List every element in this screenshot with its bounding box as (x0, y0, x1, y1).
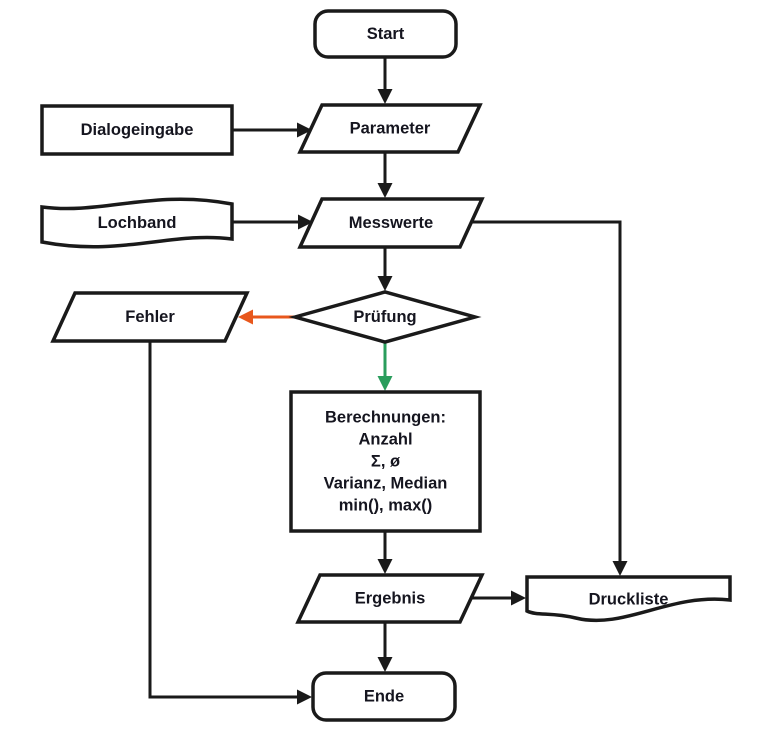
edge-start-to-parameter (377, 57, 393, 104)
ende-shape (311, 671, 457, 722)
arrowhead-messwerte-to-druckliste-icon (612, 561, 628, 576)
start-shape (313, 9, 458, 59)
node-pruefung: Prüfung (288, 290, 482, 344)
dialogeingabe-label-line: Dialogeingabe (81, 121, 194, 139)
arrowhead-dialogeingabe-to-parameter-icon (297, 122, 312, 138)
edge-pruefung-to-berechnungen (377, 342, 393, 391)
start-label: Start (367, 25, 405, 43)
messwerte-label: Messwerte (349, 214, 433, 232)
edge-parameter-to-messwerte (377, 152, 393, 198)
node-druckliste: Druckliste (525, 575, 732, 623)
node-lochband: Lochband (40, 197, 234, 249)
berechnungen-label-line: Anzahl (358, 431, 412, 449)
messwerte-shape (297, 197, 485, 249)
arrowhead-lochband-to-messwerte-icon (298, 214, 313, 230)
edge-ergebnis-to-ende (377, 622, 393, 672)
lochband-shape (40, 197, 234, 249)
druckliste-label: Druckliste (589, 591, 669, 609)
node-dialogeingabe: Dialogeingabe (40, 104, 234, 156)
arrowhead-parameter-to-messwerte-icon (377, 183, 393, 198)
node-parameter: Parameter (297, 103, 483, 154)
berechnungen-label-line: Σ, ø (371, 453, 400, 471)
edge-fehler-to-ende (148, 341, 312, 705)
ergebnis-label-line: Ergebnis (355, 590, 426, 608)
node-ergebnis: Ergebnis (295, 573, 485, 624)
berechnungen-label-line: Berechnungen: (325, 409, 446, 427)
pruefung-label: Prüfung (353, 308, 416, 326)
fehler-label-line: Fehler (125, 308, 175, 326)
node-start: Start (313, 9, 458, 59)
node-berechnungen: Berechnungen: Anzahl Σ, ø Varianz, Median mi… (289, 390, 482, 533)
edge-line-messwerte-to-druckliste (471, 220, 622, 567)
messwerte-label-line: Messwerte (349, 214, 433, 232)
node-messwerte: Messwerte (297, 197, 485, 249)
parameter-label: Parameter (350, 120, 431, 138)
lochband-label: Lochband (98, 214, 177, 232)
edge-berechnungen-to-ergebnis (377, 531, 393, 574)
arrowhead-start-to-parameter-icon (377, 89, 393, 104)
pruefung-shape (288, 290, 482, 344)
arrowhead-berechnungen-to-ergebnis-icon (377, 559, 393, 574)
parameter-shape (297, 103, 483, 154)
fehler-shape (50, 291, 250, 343)
edge-lochband-to-messwerte (232, 214, 313, 230)
berechnungen-label: Berechnungen: Anzahl Σ, ø Varianz, Median mi… (324, 409, 448, 515)
dialogeingabe-shape (40, 104, 234, 156)
ende-label: Ende (364, 688, 404, 706)
lochband-label-line: Lochband (98, 214, 177, 232)
node-fehler: Fehler (50, 291, 250, 343)
dialogeingabe-label: Dialogeingabe (81, 121, 194, 139)
ergebnis-label: Ergebnis (355, 590, 426, 608)
arrowhead-ergebnis-to-ende-icon (377, 657, 393, 672)
druckliste-shape (525, 575, 732, 623)
arrowhead-fehler-to-ende-icon (297, 689, 312, 705)
arrowhead-pruefung-to-fehler-icon (238, 309, 253, 325)
edge-dialogeingabe-to-parameter (232, 122, 312, 138)
edge-ergebnis-to-druckliste (471, 590, 526, 606)
ende-label-line: Ende (364, 688, 404, 706)
node-ende: Ende (311, 671, 457, 722)
berechnungen-label-line: Varianz, Median (324, 475, 448, 493)
edge-messwerte-to-druckliste (471, 220, 628, 576)
parameter-label-line: Parameter (350, 120, 431, 138)
berechnungen-shape (289, 390, 482, 533)
arrowhead-ergebnis-to-druckliste-icon (511, 590, 526, 606)
arrowhead-messwerte-to-pruefung-icon (377, 276, 393, 291)
ergebnis-shape (295, 573, 485, 624)
start-label-line: Start (367, 25, 405, 43)
pruefung-label-line: Prüfung (353, 308, 416, 326)
fehler-label: Fehler (125, 308, 175, 326)
arrowhead-pruefung-to-berechnungen-icon (377, 376, 393, 391)
edge-line-fehler-to-ende (148, 341, 303, 699)
edge-messwerte-to-pruefung (377, 247, 393, 291)
berechnungen-label-line: min(), max() (339, 497, 433, 515)
druckliste-label-line: Druckliste (589, 591, 669, 609)
edge-pruefung-to-fehler (238, 309, 295, 325)
